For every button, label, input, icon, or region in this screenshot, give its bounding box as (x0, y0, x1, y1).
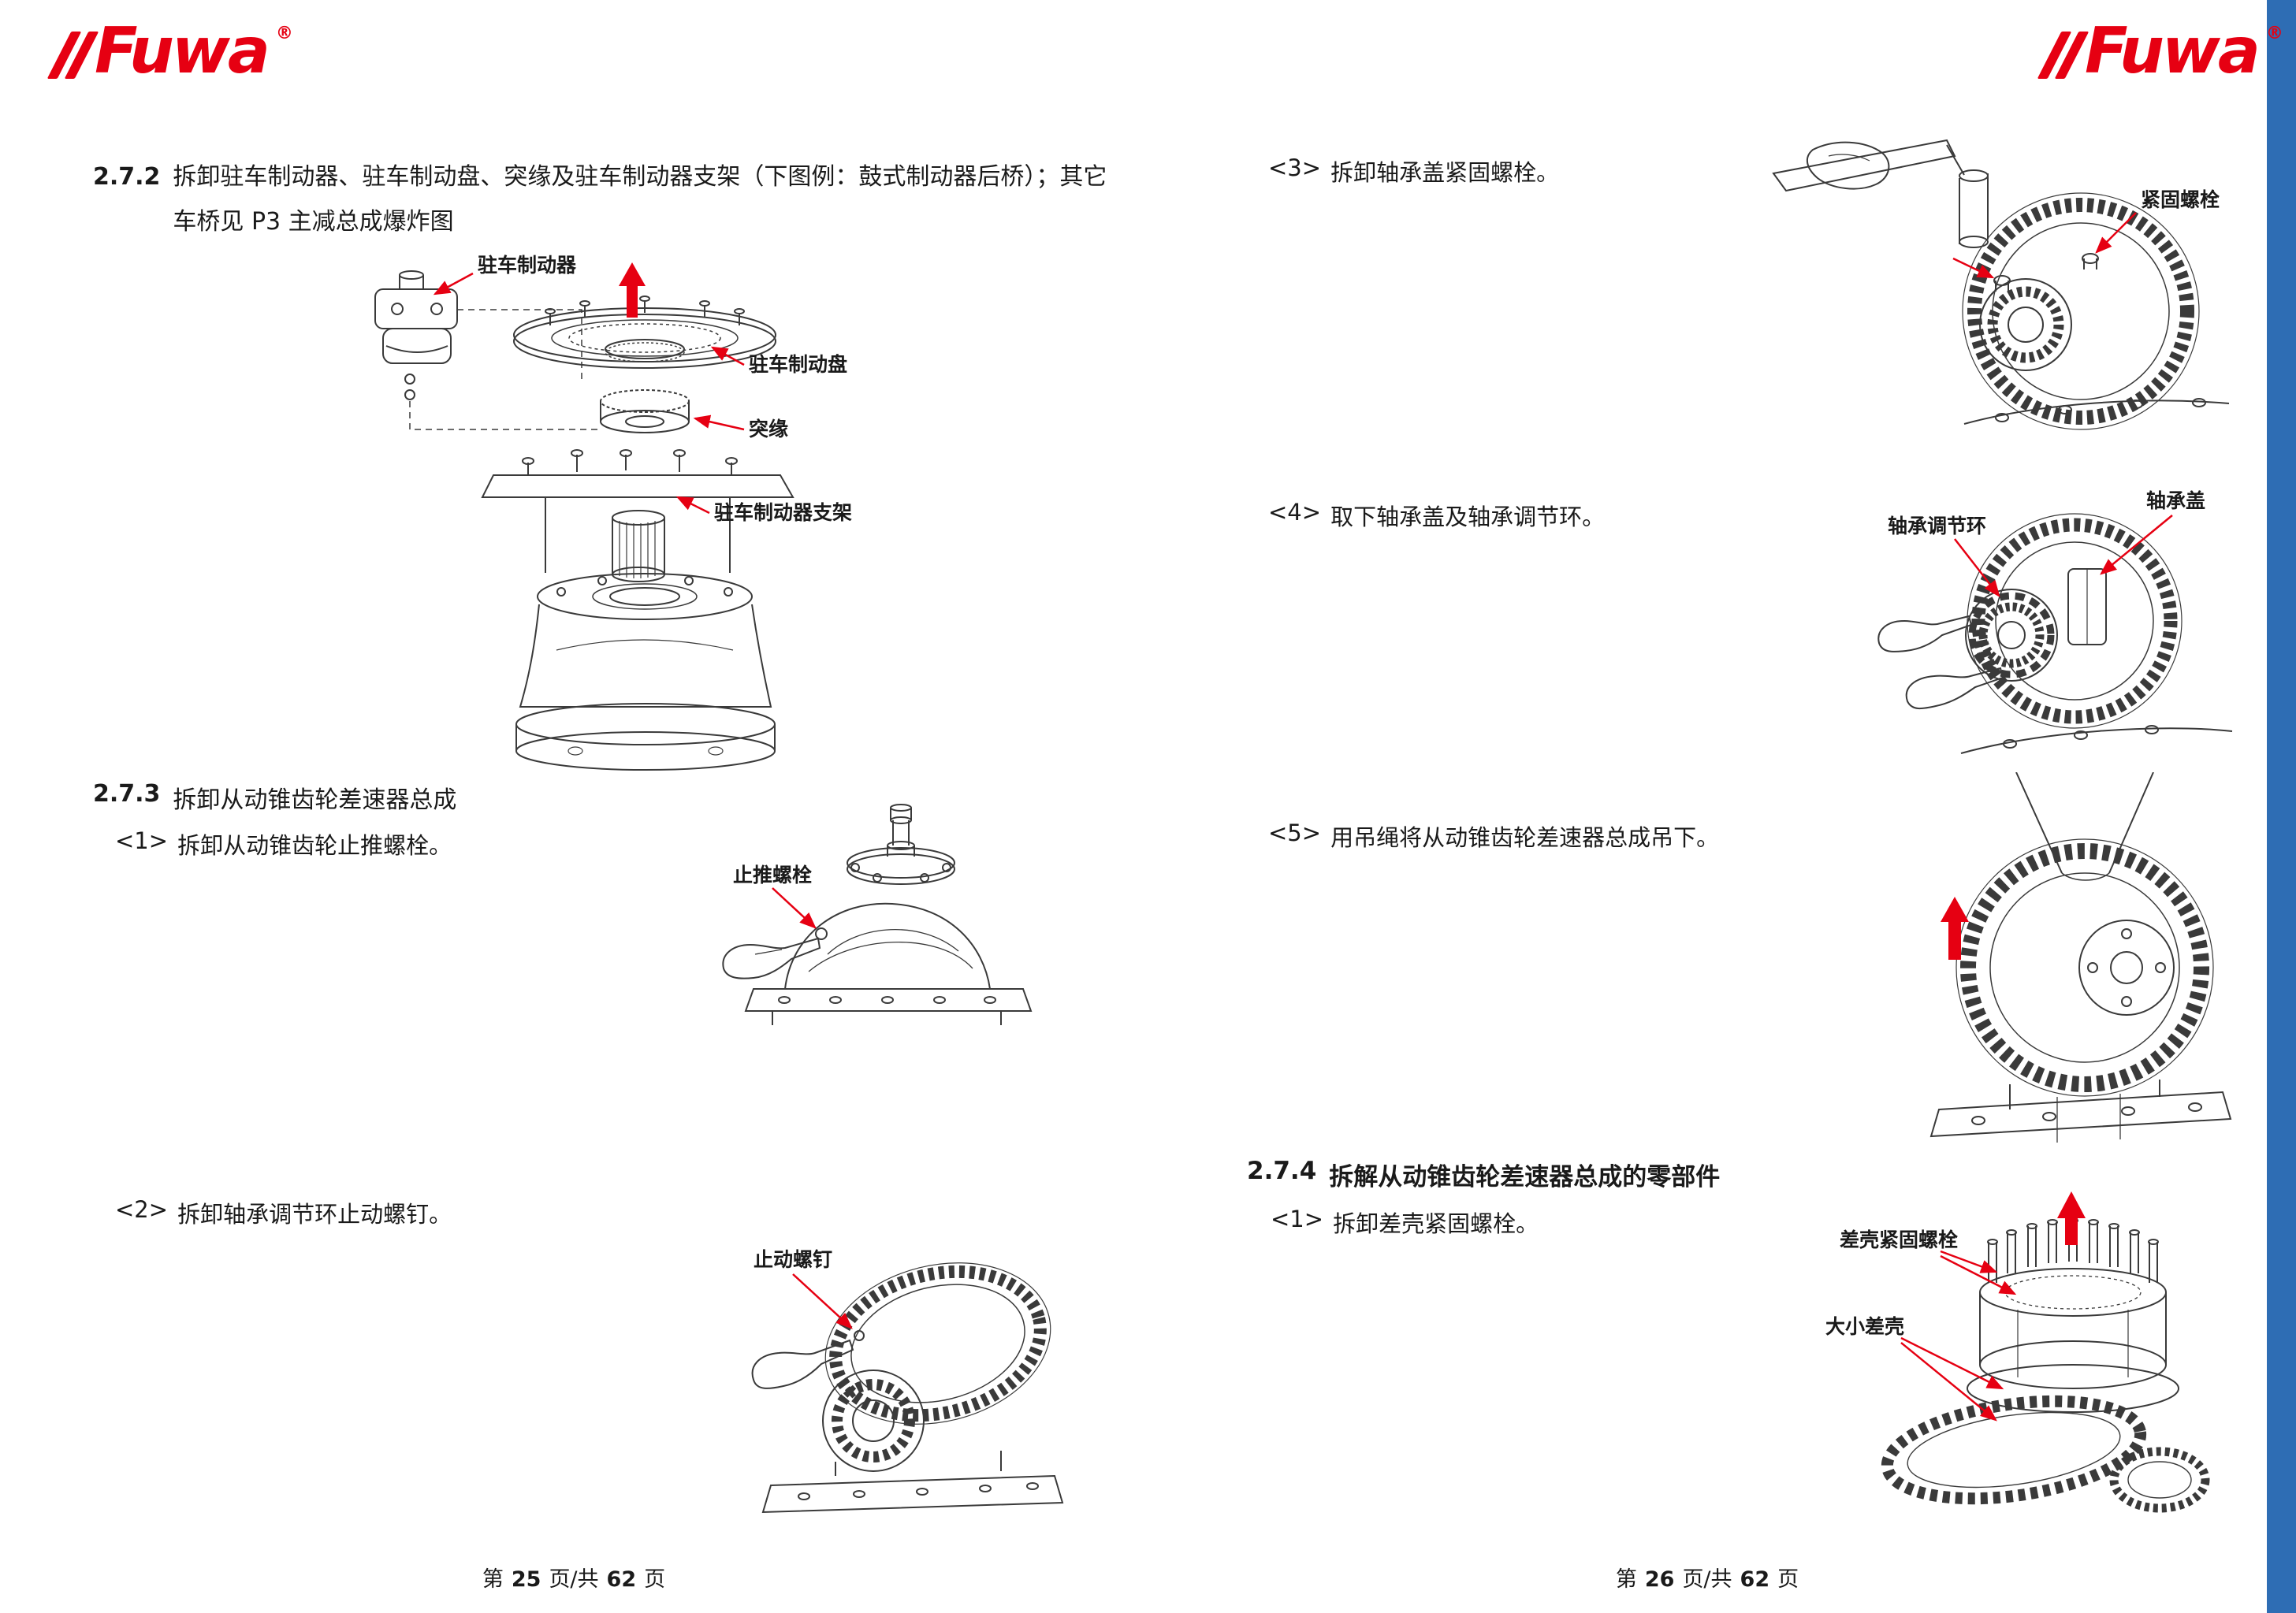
footer-total-pages: 62 (1740, 1567, 1770, 1592)
footer-prefix: 第 (1615, 1567, 1637, 1592)
leader-arrows (1954, 515, 2173, 597)
leader-arrows (1952, 212, 2137, 279)
footer-mid: 页/共 (1682, 1567, 1732, 1592)
leader-arrows (1900, 1250, 2017, 1422)
section-272-line1: 拆卸驻车制动器、驻车制动盘、突缘及驻车制动器支架（下图例：鼓式制动器后桥）；其它 (173, 163, 1107, 191)
section-273-number: 2.7.3 (93, 780, 161, 808)
logo-slashes-icon (47, 32, 99, 79)
step-text: 取下轴承盖及轴承调节环。 (1330, 504, 1606, 530)
hand-icon (1806, 141, 1890, 190)
leader-arrows (792, 1273, 853, 1329)
figure-hoist-assembly (1892, 772, 2254, 1150)
hoist-linework (1929, 772, 2232, 1143)
label-stop-screw: 止动螺钉 (754, 1248, 832, 1271)
hand-icon (722, 937, 821, 979)
right-edge-band (2267, 0, 2296, 1613)
step-text: 拆卸从动锥齿轮止推螺栓。 (177, 832, 452, 859)
footer-suffix: 页 (644, 1567, 666, 1592)
step-text: 拆卸差壳紧固螺栓。 (1333, 1210, 1539, 1237)
hand-icon (751, 1339, 854, 1389)
section-274-heading: 2.7.4 拆解从动锥齿轮差速器总成的零部件 (1247, 1157, 1720, 1192)
section-272-number: 2.7.2 (93, 163, 161, 191)
step-marker: <3> (1268, 154, 1322, 181)
leader-arrows (772, 887, 817, 929)
figure-stop-screw: 止动螺钉 (741, 1225, 1072, 1533)
red-up-arrow-icon (619, 262, 646, 318)
page-footer-right: 第 26 页/共 62 页 (1148, 1562, 2267, 1593)
step-2-left: <2> 拆卸轴承调节环止动螺钉。 (115, 1196, 452, 1229)
label-brake-disc: 驻车制动盘 (749, 353, 847, 376)
label-fastening-bolt: 紧固螺栓 (2141, 188, 2220, 211)
carrier-linework (722, 804, 1033, 1025)
step-text: 用吊绳将从动锥齿轮差速器总成吊下。 (1330, 824, 1720, 851)
figure-exploded-parking-brake: 驻车制动器 驻车制动盘 突缘 驻车制动器支架 (339, 240, 875, 776)
step-marker: <4> (1268, 499, 1322, 526)
brake-assembly-linework (374, 270, 794, 771)
fuwa-logo-left: Fuwa ® (47, 14, 293, 87)
hand-icon (1877, 615, 2004, 710)
section-273-title: 拆卸从动锥齿轮差速器总成 (173, 786, 457, 814)
red-up-arrow-icon (1941, 897, 1969, 960)
wrench-gear-linework (1772, 139, 2230, 430)
label-bearing-cap: 轴承盖 (2146, 489, 2205, 512)
step-5-right: <5> 用吊绳将从动锥齿轮差速器总成吊下。 (1268, 820, 1719, 853)
step-4-right: <4> 取下轴承盖及轴承调节环。 (1268, 499, 1605, 532)
step-3-right: <3> 拆卸轴承盖紧固螺栓。 (1268, 154, 1559, 188)
figure-cap-bolts: 紧固螺栓 (1766, 134, 2246, 449)
section-274-title: 拆解从动锥齿轮差速器总成的零部件 (1329, 1163, 1721, 1191)
footer-suffix: 页 (1777, 1567, 1799, 1592)
label-flange: 突缘 (749, 418, 788, 440)
red-up-arrow-icon (2057, 1191, 2086, 1245)
step-text: 拆卸轴承调节环止动螺钉。 (177, 1201, 452, 1228)
label-case-bolts: 差壳紧固螺栓 (1840, 1228, 1958, 1251)
figure-diff-case: 差壳紧固螺栓 大小差壳 (1805, 1190, 2258, 1544)
section-272-line2: 车桥见 P3 主减总成爆炸图 (173, 208, 454, 236)
registered-mark: ® (2265, 24, 2283, 43)
leader-arrows (433, 272, 745, 515)
step-marker: <2> (115, 1196, 169, 1223)
label-parking-brake: 驻车制动器 (478, 254, 577, 277)
label-bracket: 驻车制动器支架 (714, 501, 852, 524)
footer-total-pages: 62 (606, 1567, 637, 1592)
logo-text: Fuwa (2085, 14, 2261, 87)
footer-prefix: 第 (482, 1567, 504, 1592)
logo-text: Fuwa (95, 14, 270, 87)
label-adjusting-ring: 轴承调节环 (1888, 515, 1986, 537)
footer-mid: 页/共 (549, 1567, 599, 1592)
figure-bearing-cap: 轴承调节环 轴承盖 (1860, 481, 2238, 760)
footer-page-number: 25 (511, 1567, 541, 1592)
step-marker: <1> (115, 827, 169, 854)
figure-thrust-bolt: 止推螺栓 (709, 800, 1040, 1072)
section-274-number: 2.7.4 (1247, 1157, 1317, 1185)
fuwa-logo-right: Fuwa ® (2037, 14, 2283, 87)
step-text: 拆卸轴承盖紧固螺栓。 (1330, 159, 1560, 186)
logo-slashes-icon (2037, 32, 2089, 79)
label-thrust-bolt: 止推螺栓 (733, 864, 812, 886)
footer-page-number: 26 (1644, 1567, 1675, 1592)
section-272-heading: 2.7.2 拆卸驻车制动器、驻车制动盘、突缘及驻车制动器支架（下图例：鼓式制动器… (93, 154, 1165, 244)
step-1-left: <1> 拆卸从动锥齿轮止推螺栓。 (115, 827, 452, 860)
section-273-heading: 2.7.3 拆卸从动锥齿轮差速器总成 (93, 780, 456, 815)
page-footer-left: 第 25 页/共 62 页 (0, 1562, 1148, 1593)
step-1-right: <1> 拆卸差壳紧固螺栓。 (1271, 1206, 1539, 1239)
step-marker: <5> (1268, 820, 1322, 846)
label-case: 大小差壳 (1825, 1315, 1904, 1338)
step-marker: <1> (1271, 1206, 1324, 1232)
registered-mark: ® (275, 24, 293, 43)
cap-ring-linework (1877, 513, 2233, 754)
